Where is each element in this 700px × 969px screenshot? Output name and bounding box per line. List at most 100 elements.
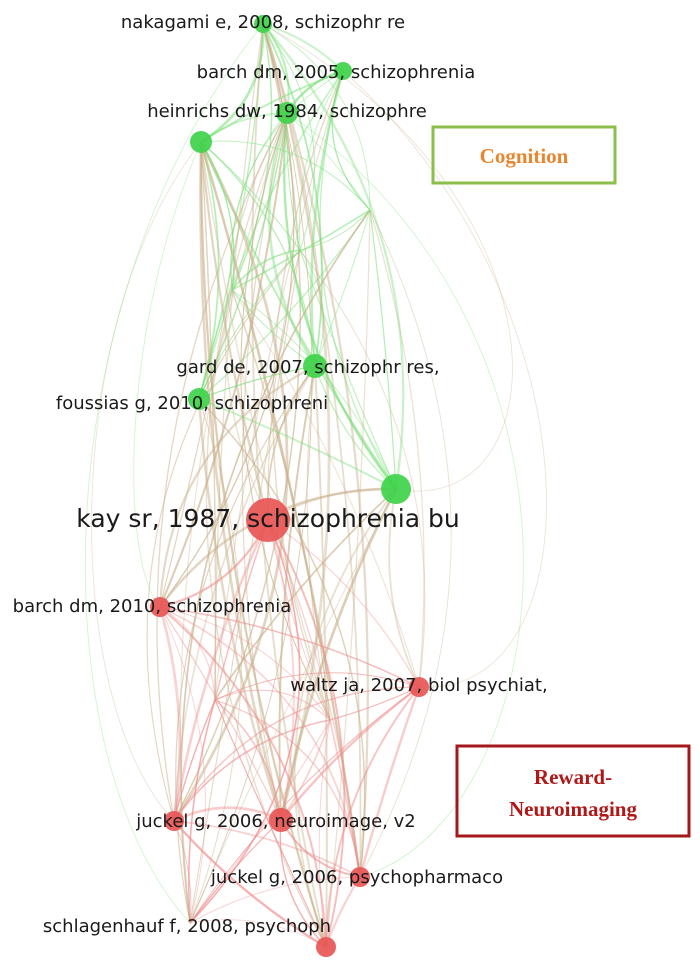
network-edge [159, 606, 327, 948]
network-edge [325, 209, 371, 948]
node-label-heinrichs: heinrichs dw, 1984, schizophre [147, 101, 427, 122]
network-edge [279, 488, 398, 821]
network-edge [267, 249, 301, 521]
network-edge [84, 23, 264, 924]
network-edge [318, 719, 331, 948]
reward-cluster-label-line1: Reward- [534, 765, 612, 789]
network-edge [230, 70, 344, 291]
network-edge [199, 141, 283, 821]
cognition-cluster-box: Cognition [431, 125, 617, 185]
node-label-nakagami: nakagami e, 2008, schizophr re [121, 12, 405, 33]
node-label-schlagenhauf: schlagenhauf f, 2008, psychoph [43, 916, 331, 937]
network-edge [159, 606, 206, 924]
network-edge [369, 209, 397, 490]
network-edge [214, 699, 282, 821]
network-edge [175, 365, 316, 924]
network-edge [299, 249, 324, 367]
network-edge [293, 488, 397, 948]
node-heinrichs [276, 102, 298, 124]
network-edge [262, 23, 371, 211]
network-edge [173, 820, 361, 878]
network-edge [267, 112, 317, 367]
network-edge [200, 141, 331, 721]
network-edge [231, 23, 273, 291]
network-edge [262, 23, 323, 367]
network-edge [197, 398, 283, 821]
network-edge [200, 23, 265, 144]
network-edge [173, 719, 331, 822]
network-edge [314, 209, 371, 367]
network-edge [173, 699, 216, 822]
node-layer [150, 15, 429, 957]
network-edge [189, 919, 327, 948]
node-label-juckel_neuro: juckel g, 2006, neuroimage, v2 [135, 811, 416, 832]
network-edge [231, 289, 316, 367]
network-edge [198, 398, 366, 878]
network-edge [262, 22, 344, 72]
network-edge [267, 519, 346, 948]
network-edge [214, 70, 344, 701]
network-edge [342, 70, 547, 688]
network-edge [173, 806, 282, 823]
network-edge [146, 249, 301, 822]
node-gard [303, 354, 327, 378]
reward-cluster-box: Reward- Neuroimaging [455, 744, 691, 838]
network-edge [231, 289, 331, 721]
node-label-barch2005: barch dm, 2005, schizophrenia [197, 62, 476, 83]
network-edge [158, 606, 182, 822]
network-edge [159, 289, 233, 608]
network-edge [200, 141, 316, 367]
network-edge [199, 141, 328, 948]
node-barch2005 [334, 62, 352, 80]
network-edge [133, 141, 202, 608]
network-edge [231, 289, 420, 688]
network-edge [159, 606, 216, 701]
network-edge [200, 141, 235, 291]
network-edge [200, 70, 344, 143]
node-kay [246, 498, 290, 542]
edge-layer [84, 22, 547, 949]
network-edge [299, 249, 426, 688]
network-edge [200, 141, 217, 701]
network-edge [91, 141, 202, 822]
node-label-barch2010: barch dm, 2010, schizophrenia [13, 596, 292, 617]
node-schlagenhauf [316, 937, 336, 957]
network-edge [158, 365, 316, 608]
network-edge [224, 112, 288, 521]
network-edge [267, 519, 331, 721]
network-edge [314, 365, 397, 490]
network-edge [279, 819, 327, 948]
network-edge [189, 819, 282, 924]
network-edge [325, 686, 420, 948]
network-edge [262, 23, 405, 490]
network-edge [262, 23, 513, 492]
network-edge [267, 519, 295, 821]
network-edge [198, 398, 397, 490]
network-edge [231, 289, 397, 490]
network-edge [198, 289, 233, 400]
network-edge [359, 209, 452, 878]
node-label-juckel_psycho: juckel g, 2006, psychopharmaco [210, 867, 503, 888]
network-edge [189, 519, 301, 924]
network-edge [173, 686, 420, 822]
node-label-waltz: waltz ja, 2007, biol psychiat, [290, 675, 547, 696]
network-edge [286, 112, 301, 251]
network-edge [189, 719, 331, 924]
network-edge [156, 112, 288, 822]
network-edge [329, 719, 361, 878]
network-edge [198, 365, 316, 400]
network-edge [262, 23, 315, 251]
network-edge [286, 112, 524, 878]
node-unlabeled_red_left [164, 811, 184, 831]
node-waltz [409, 677, 429, 697]
network-edge [267, 519, 420, 688]
network-edge [214, 689, 331, 721]
node-unlabeled_green_top [190, 131, 212, 153]
label-layer: nakagami e, 2008, schizophr re barch dm, … [13, 12, 548, 937]
network-edge [283, 112, 397, 490]
node-unlabeled_green_mid [381, 474, 411, 504]
network-edge [180, 209, 371, 924]
node-barch2010 [150, 597, 170, 617]
